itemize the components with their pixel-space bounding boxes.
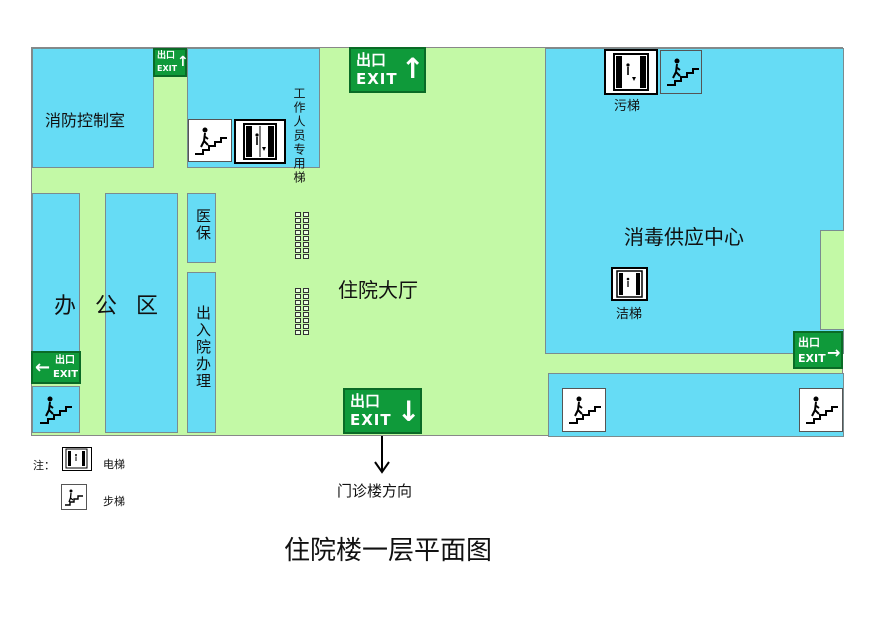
room-sterile-center-label: 消毒供应中心 [624, 225, 744, 249]
staff-elevator-label: 工作人员专用梯 [292, 87, 306, 185]
stairs-icon [188, 119, 232, 162]
elevator-icon [234, 119, 286, 164]
arrow-down-icon: ↓ [397, 395, 421, 428]
room-fire-control-label: 消防控制室 [45, 111, 126, 130]
arrow-left-icon: ← [35, 357, 51, 378]
lobby-label: 住院大厅 [338, 278, 418, 302]
arrow-up-icon: ↑ [401, 52, 425, 85]
room-medical-insurance: 医保 [187, 193, 216, 263]
exit-sign-up: 出口 EXIT ↑ [349, 47, 426, 93]
room-admission-label: 出入院办理 [194, 305, 212, 390]
stairs-icon [660, 50, 702, 94]
arrow-up-icon: ↑ [177, 54, 189, 70]
exit-sign-down: 出口 EXIT ↓ [343, 388, 422, 434]
elevator-icon [604, 49, 658, 95]
elevator-icon [62, 447, 92, 471]
room-sterile-center: 消毒供应中心 污梯 洁梯 [545, 48, 844, 354]
stairs-icon [61, 484, 87, 510]
map-title: 住院楼一层平面图 [284, 536, 493, 566]
sterile-notch [820, 230, 844, 330]
room-office-left [32, 193, 80, 353]
clean-elevator-label: 洁梯 [616, 307, 643, 322]
room-medical-insurance-label: 医保 [194, 208, 212, 242]
outpatient-direction-label: 门诊楼方向 [337, 482, 413, 500]
legend-note: 注： [33, 459, 55, 472]
elevator-icon [611, 267, 648, 301]
legend-stairs-label: 步梯 [103, 495, 125, 508]
stairs-icon [562, 388, 606, 432]
stairs-icon [34, 387, 78, 431]
arrow-down-icon [374, 436, 390, 474]
arrow-right-icon: → [827, 343, 841, 362]
dirty-elevator-label: 污梯 [614, 99, 641, 114]
floor-plan: 消防控制室 工作人员专用梯 办 公 区 医保 出入院办理 消毒供应中心 污梯 洁… [31, 47, 844, 437]
room-fire-control: 消防控制室 [32, 48, 154, 168]
stairs-icon [799, 388, 843, 432]
exit-sign-left: ← 出口 EXIT [31, 351, 81, 384]
room-office-right [105, 193, 178, 433]
exit-sign-up-small: 出口 EXIT ↑ [153, 48, 189, 77]
room-admission: 出入院办理 [187, 272, 216, 433]
room-office-label: 办 公 区 [54, 294, 164, 319]
legend-elevator-label: 电梯 [103, 458, 125, 471]
exit-sign-right: 出口 EXIT → [793, 331, 843, 369]
